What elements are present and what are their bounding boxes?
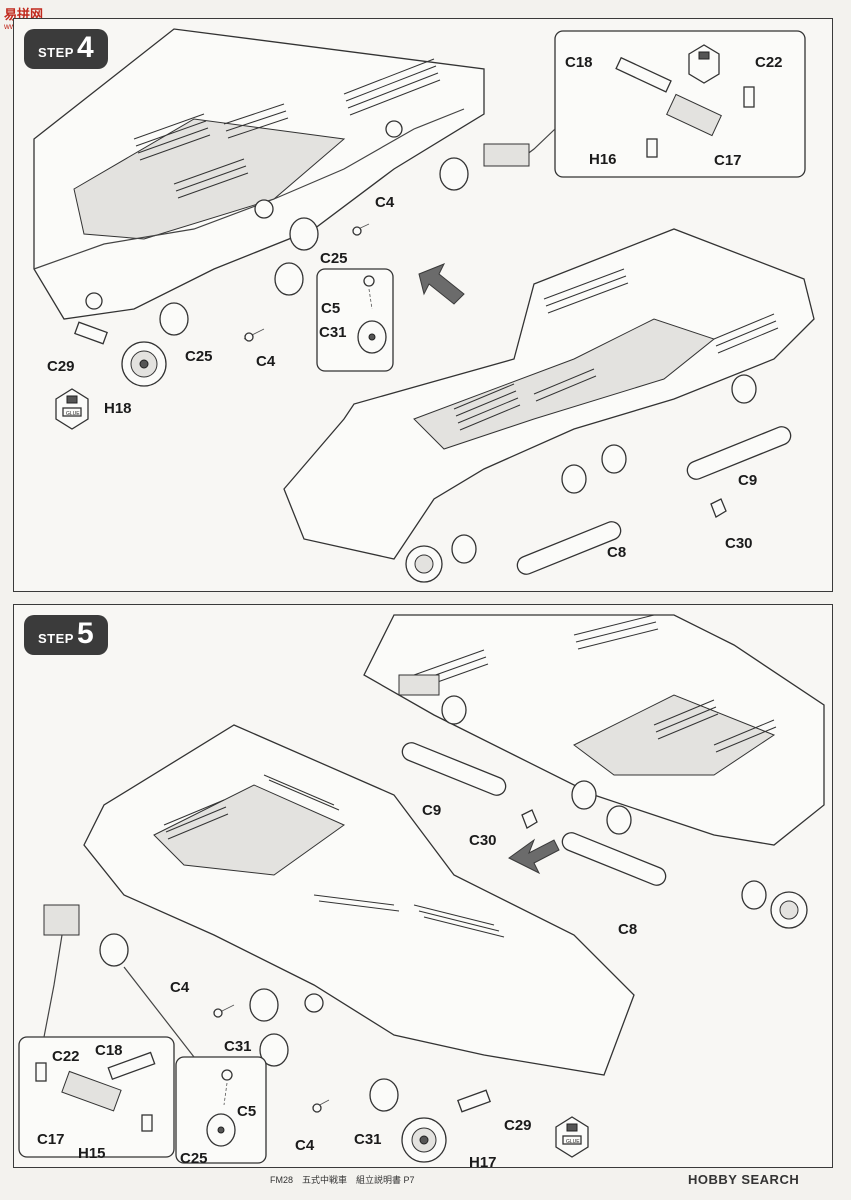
label-c17: C17 [37,1131,65,1148]
page-footer: FM28 五式中戦車 組立説明書 P7 [270,1175,415,1185]
label-c31-lower: C31 [354,1131,382,1148]
label-c5: C5 [237,1103,256,1120]
label-c9: C9 [422,802,441,819]
part-c17-assembly [483,143,530,167]
callout-c5-c31 [316,268,394,372]
suspension-parts-step4-left [85,120,469,342]
suspension-parts-step5-upper [398,674,808,929]
sprocket-h18 [74,321,167,387]
hull-upper-right [363,614,825,846]
glue-icon: GLUE [55,388,89,430]
label-c17: C17 [714,152,742,169]
label-h17: H17 [469,1154,497,1167]
label-c25: C25 [180,1150,208,1167]
hull-lower-left [83,724,635,1076]
label-c4-upper: C4 [170,979,190,996]
label-c29: C29 [47,358,75,375]
label-c9: C9 [738,472,757,489]
direction-arrow-step5 [508,838,560,875]
label-c8: C8 [618,921,637,938]
label-c30: C30 [469,832,497,849]
suspension-parts-step4-right [405,374,792,583]
label-c22: C22 [755,54,783,71]
glue-text: GLUE [66,411,80,417]
glue-icon-step5: GLUE [555,1116,589,1158]
step-5-diagram: GLUE C9 C30 C8 C4 C31 C22 C18 C17 H15 C5… [18,614,825,1167]
callout-c22-c18-step5 [18,934,175,1158]
label-h18: H18 [104,400,132,417]
callout-c5-c25-step5 [123,966,267,1164]
label-h15: H15 [78,1145,106,1162]
label-c4-lower: C4 [256,353,276,370]
step-4-number: 4 [76,31,94,64]
label-c5: C5 [321,300,340,317]
label-c31-upper: C31 [224,1038,252,1055]
step-5-number: 5 [76,617,94,650]
label-c25-lower: C25 [185,348,213,365]
callout-c18-c22 [513,30,806,178]
label-c31: C31 [319,324,347,341]
step-4-badge: STEP 4 [24,29,108,69]
label-c22: C22 [52,1048,80,1065]
direction-arrow [418,263,465,305]
step-5-word: STEP [38,631,74,646]
label-c18: C18 [95,1042,123,1059]
brand-logo: HOBBY SEARCH [688,1172,800,1187]
label-h16: H16 [589,151,617,168]
step-4-diagram: GLUE [33,28,815,583]
label-c4-upper: C4 [375,194,395,211]
label-c18: C18 [565,54,593,71]
label-c29: C29 [504,1117,532,1134]
step-4-panel: STEP 4 [13,18,833,592]
label-c30: C30 [725,535,753,552]
suspension-parts-step5-lower [43,904,491,1163]
label-c8: C8 [607,544,626,561]
glue-text-step5: GLUE [566,1139,580,1145]
label-c25-upper: C25 [320,250,348,267]
step-5-panel: STEP 5 [13,604,833,1168]
label-c4-lower: C4 [295,1137,315,1154]
hull-top-view [33,28,485,320]
step-5-badge: STEP 5 [24,615,108,655]
step-4-word: STEP [38,45,74,60]
hull-side-view [283,228,815,560]
